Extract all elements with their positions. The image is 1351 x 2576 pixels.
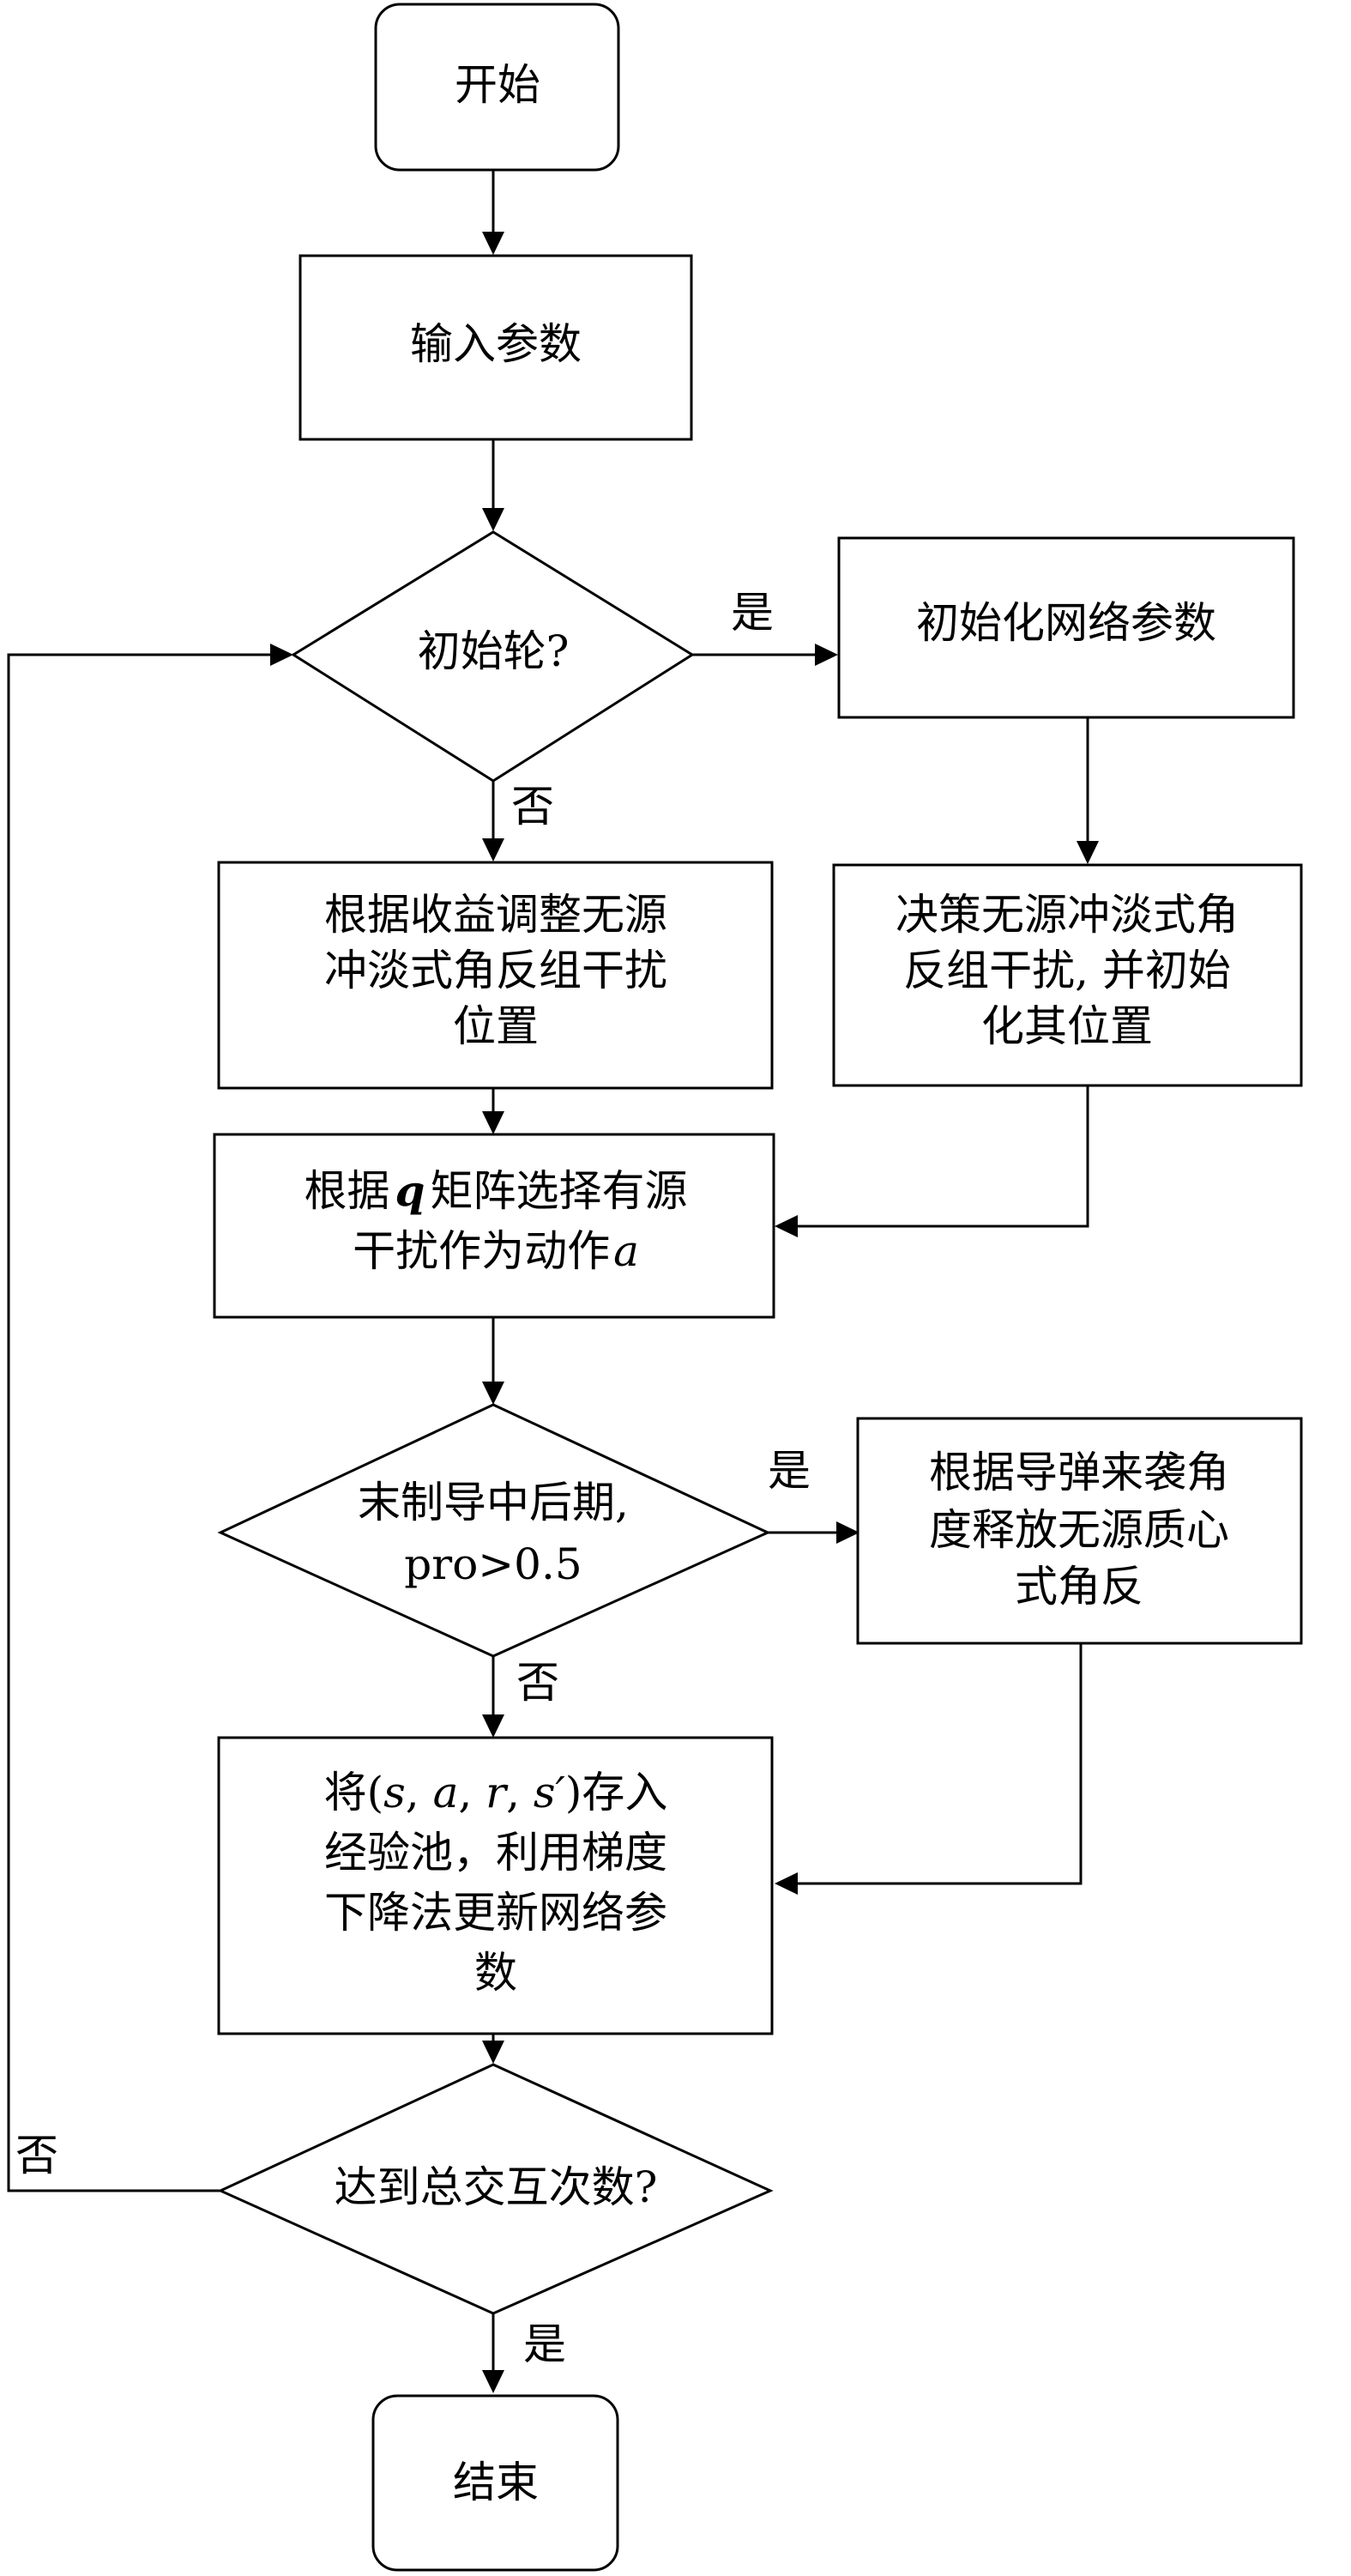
- arrowhead-total-yes: [482, 2370, 504, 2393]
- label-terminal-yes: 是: [768, 1446, 811, 1496]
- arrow-decide-to-select: [798, 1085, 1089, 1228]
- decide-decoy-line-3: 化其位置: [981, 1001, 1153, 1051]
- edge-labels: 是 否 是 否 否 是: [15, 588, 811, 2369]
- arrowhead-decide-to-select: [775, 1215, 798, 1237]
- label-first-round-no: 否: [511, 782, 554, 831]
- store-update-sep-3: ,: [506, 1768, 534, 1817]
- node-input: 输入参数: [299, 254, 693, 441]
- decide-decoy-process-shape: [832, 863, 1303, 1087]
- decide-decoy-line-2: 反组干扰, 并初始: [903, 946, 1231, 995]
- node-first-round-decision: 初始轮?: [291, 530, 695, 783]
- arrowhead-decision-no: [482, 838, 504, 862]
- store-update-a: a: [433, 1768, 459, 1817]
- arrowhead-terminal-yes: [836, 1521, 859, 1544]
- node-store-update: 将(s, a, r, s′)存入 经验池，利用梯度 下降法更新网络参 数: [217, 1736, 774, 2035]
- arrowhead-select-to-terminal: [482, 1382, 504, 1405]
- node-decide-decoy: 决策无源冲淡式角 反组干扰, 并初始 化其位置: [832, 863, 1303, 1087]
- label-first-round-yes: 是: [731, 588, 774, 638]
- arrow-release-to-store: [798, 1643, 1083, 1885]
- store-update-process-shape: [217, 1736, 774, 2035]
- adjust-decoy-line-3: 位置: [453, 1001, 539, 1051]
- input-label: 输入参数: [410, 319, 582, 369]
- node-reach-total-decision: 达到总交互次数?: [217, 2063, 774, 2315]
- label-total-yes: 是: [523, 2319, 566, 2369]
- label-terminal-no: 否: [516, 1658, 559, 1708]
- end-terminal-shape: [371, 2394, 619, 2572]
- select-action-process-shape: [213, 1133, 775, 1319]
- store-update-sep-2: ,: [458, 1768, 486, 1817]
- select-action-q-matrix: q: [395, 1165, 425, 1216]
- node-terminal-guidance-decision: 末制导中后期, pro>0.5: [217, 1403, 771, 1658]
- release-centroid-line-3: 式角反: [1015, 1562, 1143, 1612]
- store-update-line-2: 经验池，利用梯度: [324, 1828, 667, 1878]
- arrowhead-total-no-loop: [270, 644, 293, 666]
- select-action-prefix: 根据: [305, 1166, 390, 1216]
- arrowhead-release-to-store: [775, 1872, 798, 1895]
- init-net-label: 初始化网络参数: [916, 598, 1216, 648]
- reach-total-label: 达到总交互次数?: [335, 2162, 658, 2212]
- terminal-guidance-diamond: [217, 1403, 771, 1658]
- first-round-label: 初始轮?: [418, 626, 570, 676]
- label-total-no: 否: [15, 2131, 58, 2180]
- init-net-process-shape: [837, 536, 1295, 719]
- release-centroid-line-1: 根据导弹来袭角: [929, 1448, 1229, 1497]
- store-update-line-1: 将(s, a, r, s′)存入: [324, 1768, 668, 1817]
- select-action-a: a: [613, 1226, 639, 1276]
- arrow-total-no-loop: [7, 653, 270, 2192]
- arrowhead-init-to-decide: [1077, 841, 1099, 864]
- adjust-decoy-process-shape: [217, 861, 774, 1090]
- arrowhead-decision-yes: [815, 644, 838, 666]
- arrowhead-input-to-decision: [482, 508, 504, 531]
- arrowhead-store-to-total: [482, 2041, 504, 2064]
- terminal-guidance-line-1: 末制导中后期,: [358, 1478, 629, 1527]
- node-end: 结束: [371, 2394, 619, 2572]
- store-update-r: r: [486, 1768, 509, 1817]
- arrowhead-adjust-to-select: [482, 1111, 504, 1134]
- store-update-close: )存入: [565, 1768, 668, 1817]
- store-update-s: s: [383, 1768, 406, 1817]
- end-label: 结束: [453, 2458, 539, 2507]
- store-update-line-3: 下降法更新网络参: [324, 1888, 667, 1938]
- arrowhead-start-to-input: [482, 232, 504, 255]
- start-terminal-shape: [374, 3, 620, 172]
- select-action-suffix: 矩阵选择有源: [430, 1166, 687, 1216]
- start-label: 开始: [455, 60, 540, 110]
- node-init-net: 初始化网络参数: [837, 536, 1295, 719]
- adjust-decoy-line-2: 冲淡式角反组干扰: [324, 946, 667, 995]
- store-update-line-4: 数: [474, 1948, 517, 1998]
- decide-decoy-line-1: 决策无源冲淡式角: [896, 890, 1239, 940]
- node-release-centroid: 根据导弹来袭角 度释放无源质心 式角反: [856, 1417, 1303, 1645]
- release-centroid-line-2: 度释放无源质心: [929, 1505, 1229, 1555]
- adjust-decoy-line-1: 根据收益调整无源: [324, 890, 667, 940]
- store-update-open: 将(: [324, 1768, 384, 1817]
- release-centroid-process-shape: [856, 1417, 1303, 1645]
- store-update-sep-1: ,: [406, 1768, 433, 1817]
- select-action-line-2: 干扰作为动作a: [353, 1226, 639, 1276]
- terminal-guidance-line-2: pro>0.5: [404, 1539, 582, 1589]
- connectors: [7, 170, 1099, 2393]
- select-action-line2-prefix: 干扰作为动作: [353, 1226, 610, 1276]
- node-adjust-decoy: 根据收益调整无源 冲淡式角反组干扰 位置: [217, 861, 774, 1090]
- reach-total-diamond: [217, 2063, 774, 2315]
- node-start: 开始: [374, 3, 620, 172]
- arrowhead-terminal-no: [482, 1714, 504, 1738]
- store-update-s-prime: s′: [534, 1768, 566, 1817]
- input-process-shape: [299, 254, 693, 441]
- first-round-diamond: [291, 530, 695, 783]
